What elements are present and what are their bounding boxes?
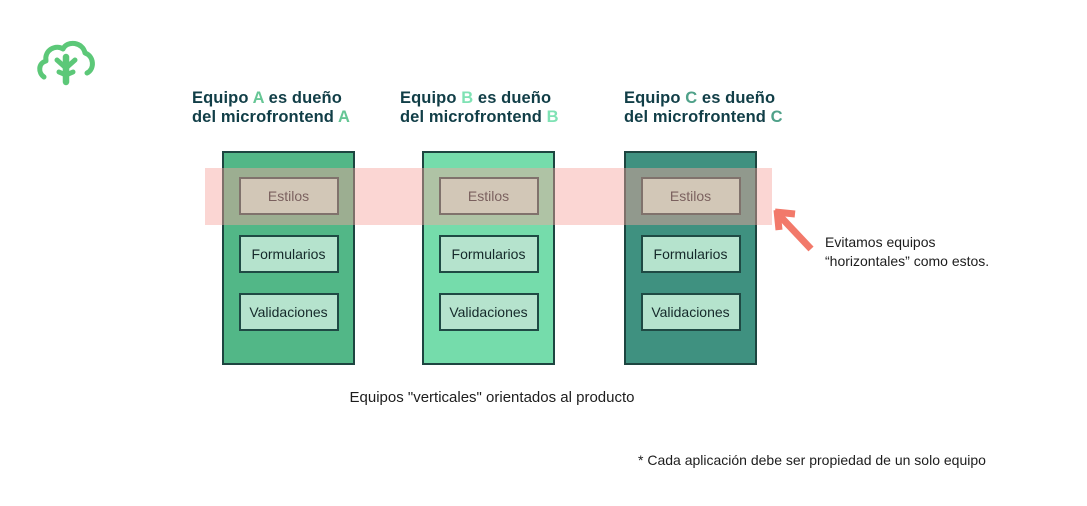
microfrontend-a-column: Estilos Formularios Validaciones bbox=[222, 151, 355, 365]
team-a-title: Equipo A es dueño del microfrontend A bbox=[192, 89, 351, 126]
module-box-estilos: Estilos bbox=[238, 177, 339, 215]
team-a-title-text: Equipo bbox=[192, 89, 253, 107]
microfrontend-a-letter: A bbox=[338, 108, 351, 126]
module-box-formularios: Formularios bbox=[438, 235, 539, 273]
single-team-ownership-footnote: * Cada aplicación debe ser propiedad de … bbox=[638, 452, 986, 468]
module-box-estilos: Estilos bbox=[640, 177, 741, 215]
module-box-validaciones: Validaciones bbox=[438, 293, 539, 331]
microfrontend-c-letter: C bbox=[770, 108, 783, 126]
annotation-line2: “horizontales” como estos. bbox=[825, 253, 990, 269]
module-box-formularios: Formularios bbox=[238, 235, 339, 273]
team-b-title-text: Equipo bbox=[400, 89, 462, 107]
horizontal-teams-annotation: Evitamos equipos “horizontales” como est… bbox=[825, 233, 1055, 271]
microfrontend-c-column: Estilos Formularios Validaciones bbox=[624, 151, 757, 365]
team-c-title: Equipo C es dueño del microfrontend C bbox=[624, 89, 783, 126]
microfrontend-b-letter: B bbox=[546, 108, 559, 126]
team-b-letter: B bbox=[461, 89, 474, 107]
vertical-teams-caption: Equipos "verticales" orientados al produ… bbox=[349, 389, 635, 406]
microfrontend-b-column: Estilos Formularios Validaciones bbox=[422, 151, 555, 365]
module-box-formularios: Formularios bbox=[640, 235, 741, 273]
module-box-estilos: Estilos bbox=[438, 177, 539, 215]
module-box-validaciones: Validaciones bbox=[640, 293, 741, 331]
module-box-validaciones: Validaciones bbox=[238, 293, 339, 331]
annotation-arrow-icon bbox=[773, 208, 814, 252]
team-c-title-text: Equipo bbox=[624, 89, 686, 107]
team-c-letter: C bbox=[685, 89, 698, 107]
annotation-line1: Evitamos equipos bbox=[825, 234, 936, 250]
team-a-letter: A bbox=[252, 89, 264, 107]
team-b-title: Equipo B es dueño del microfrontend B bbox=[400, 89, 559, 126]
tree-logo-icon bbox=[37, 40, 95, 86]
